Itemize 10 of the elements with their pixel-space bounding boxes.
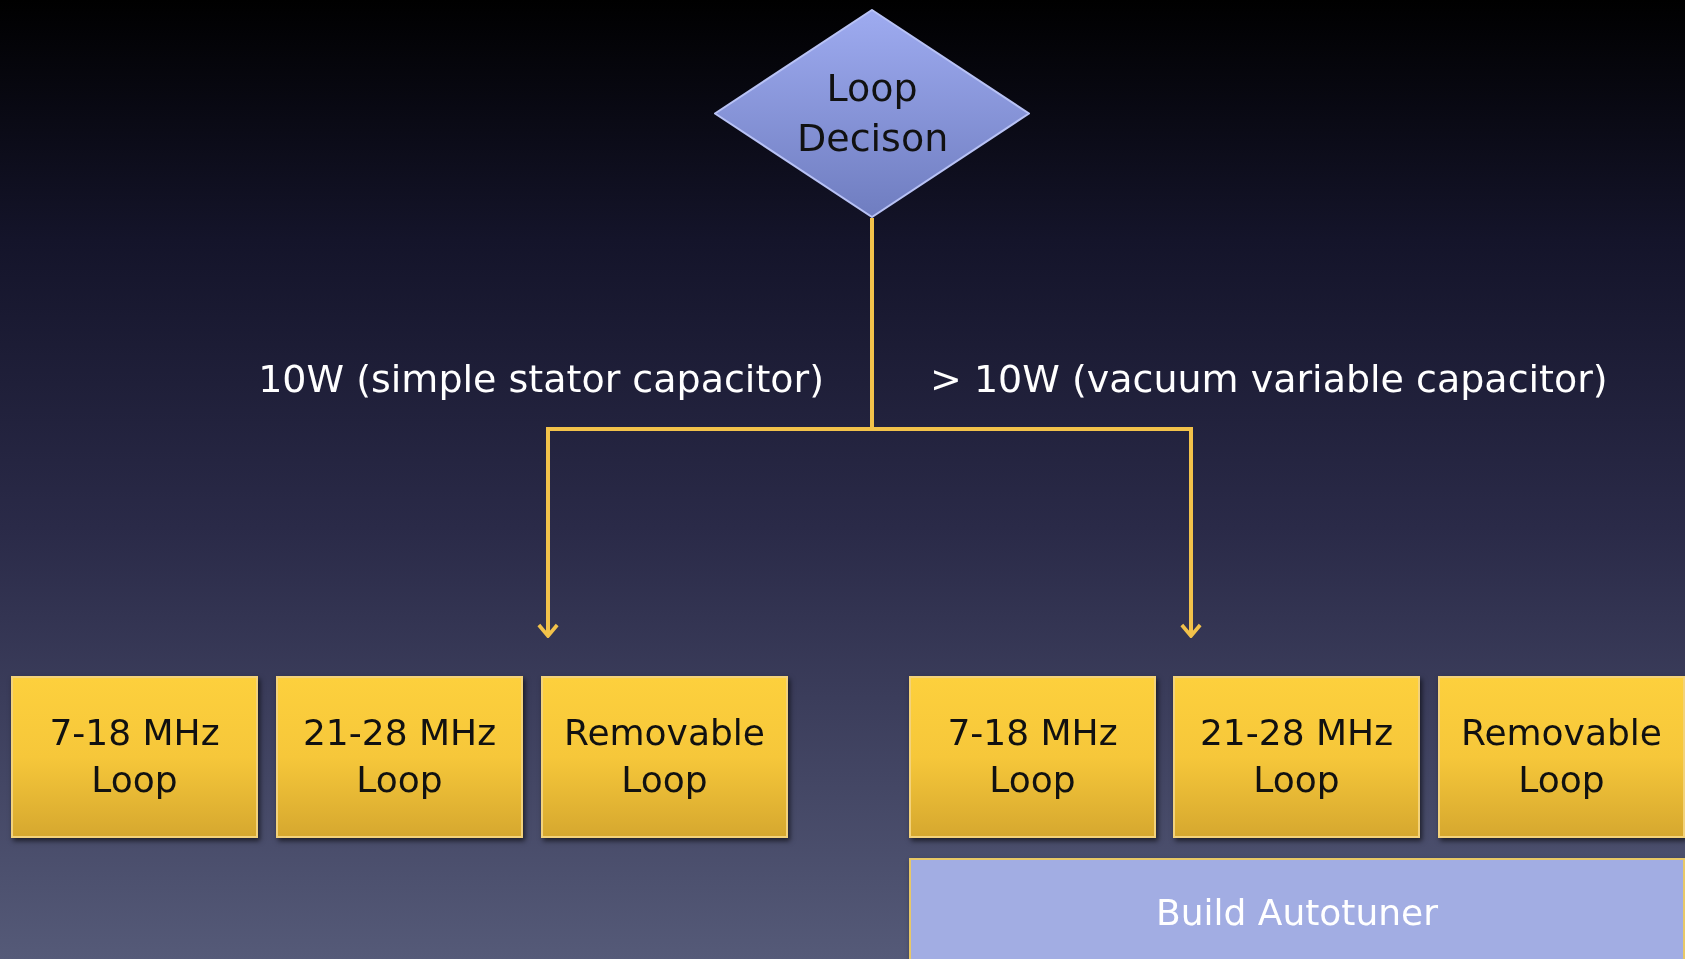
process-box: 7-18 MHz Loop	[909, 676, 1156, 838]
process-box: 7-18 MHz Loop	[11, 676, 258, 838]
edge-label: > 10W (vacuum variable capacitor)	[930, 357, 1608, 401]
node-label: Loop Decison	[797, 66, 949, 160]
process-box: 21-28 MHz Loop	[276, 676, 523, 838]
process-box: Removable Loop	[541, 676, 788, 838]
edge-label: 10W (simple stator capacitor)	[258, 357, 824, 401]
process-box: 21-28 MHz Loop	[1173, 676, 1420, 838]
step-bar: Build Autotuner	[909, 858, 1685, 959]
process-box: Removable Loop	[1438, 676, 1685, 838]
